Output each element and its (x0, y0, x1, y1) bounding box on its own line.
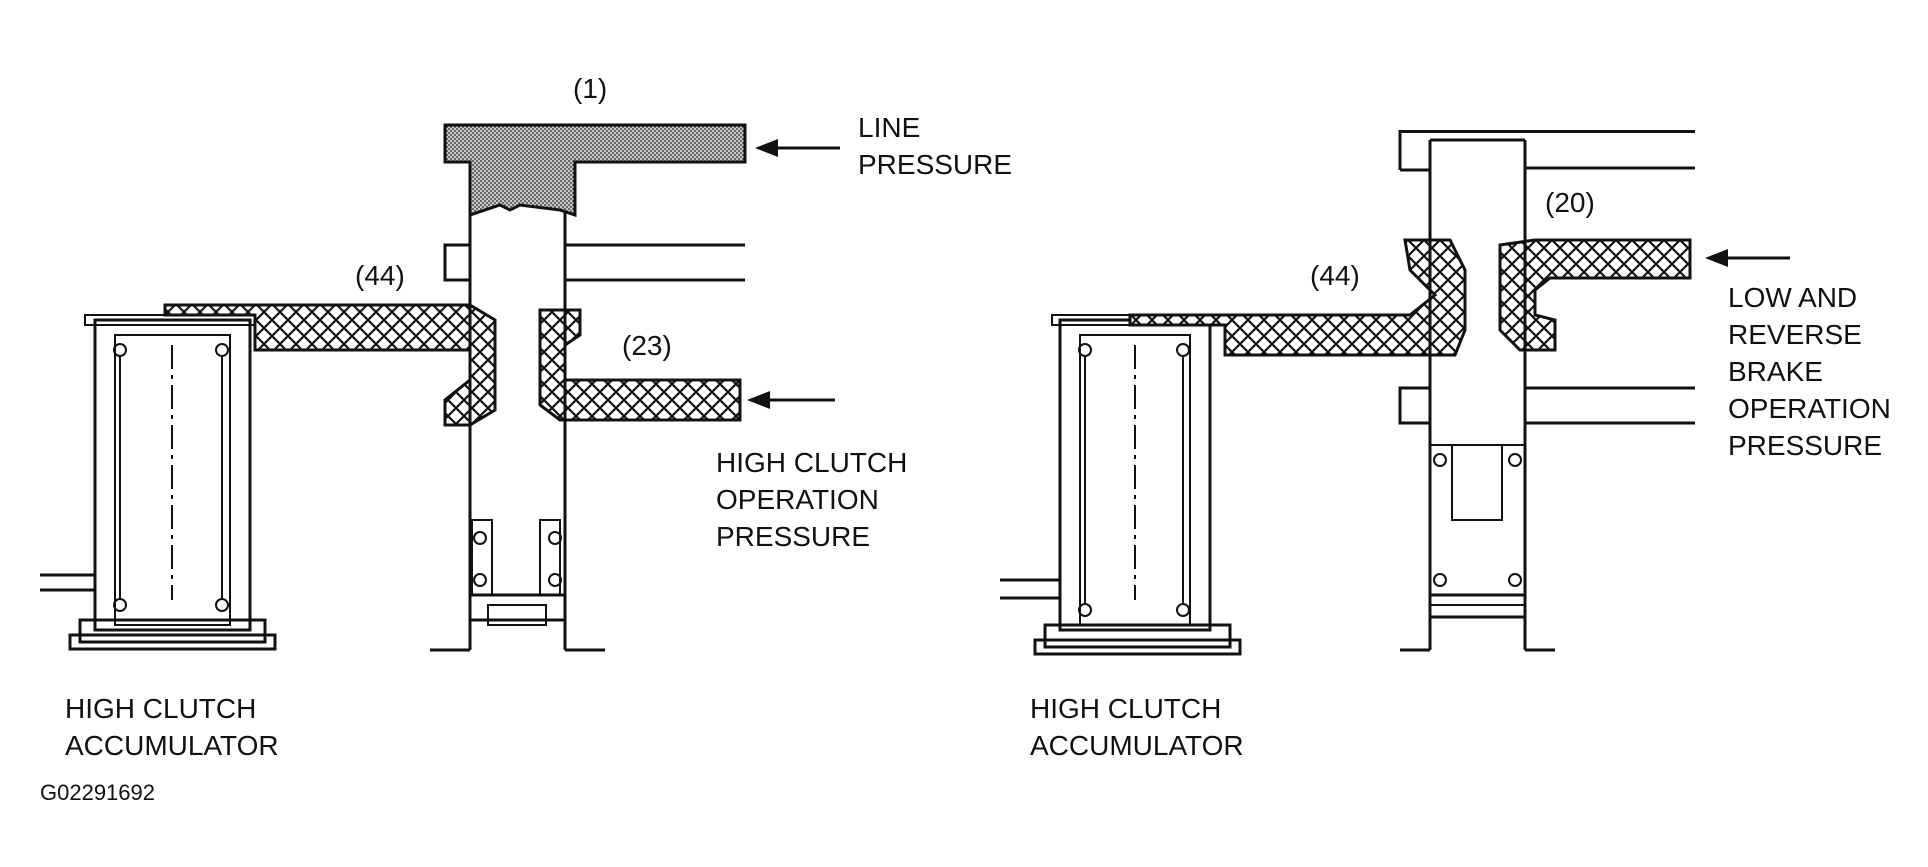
figure-id: G02291692 (40, 780, 155, 805)
right-low-reverse-label-1: LOW AND (1728, 282, 1857, 313)
left-passage-23 (538, 308, 742, 422)
left-line-pressure-label-1: LINE (858, 112, 920, 143)
left-passage-44 (163, 303, 497, 427)
right-low-reverse-label-3: BRAKE (1728, 356, 1823, 387)
right-passage-20 (1498, 238, 1692, 352)
left-high-clutch-label-2: OPERATION (716, 484, 879, 515)
right-accumulator-label-1: HIGH CLUTCH (1030, 693, 1221, 724)
left-accumulator-body (40, 314, 277, 651)
right-low-reverse-label-4: OPERATION (1728, 393, 1891, 424)
left-diagram: (1) LINE PRESSURE (44) (23) HIGH CLUTCH … (40, 73, 1012, 805)
left-ref-44: (44) (355, 260, 405, 291)
left-line-pressure-passage (443, 123, 747, 218)
left-accumulator-label-1: HIGH CLUTCH (65, 693, 256, 724)
left-ref-top: (1) (573, 73, 607, 104)
right-low-reverse-arrow (1705, 249, 1790, 267)
right-ref-20: (20) (1545, 187, 1595, 218)
left-high-clutch-label-1: HIGH CLUTCH (716, 447, 907, 478)
left-line-pressure-label-2: PRESSURE (858, 149, 1012, 180)
right-accumulator-label-2: ACCUMULATOR (1030, 730, 1244, 761)
right-accumulator-body (1000, 314, 1242, 656)
right-passage-44 (1128, 238, 1467, 357)
right-low-reverse-label-5: PRESSURE (1728, 430, 1882, 461)
left-ref-23: (23) (622, 330, 672, 361)
right-ref-44: (44) (1310, 260, 1360, 291)
right-low-reverse-label-2: REVERSE (1728, 319, 1862, 350)
right-diagram: (20) (44) LOW AND REVERSE BRAKE OPERATIO… (1000, 130, 1891, 761)
left-high-clutch-arrow (747, 391, 835, 409)
left-accumulator-label-2: ACCUMULATOR (65, 730, 279, 761)
left-valve-bore (430, 210, 745, 652)
left-high-clutch-label-3: PRESSURE (716, 521, 870, 552)
right-valve-bore (1398, 130, 1695, 652)
left-line-pressure-arrow (755, 139, 840, 157)
